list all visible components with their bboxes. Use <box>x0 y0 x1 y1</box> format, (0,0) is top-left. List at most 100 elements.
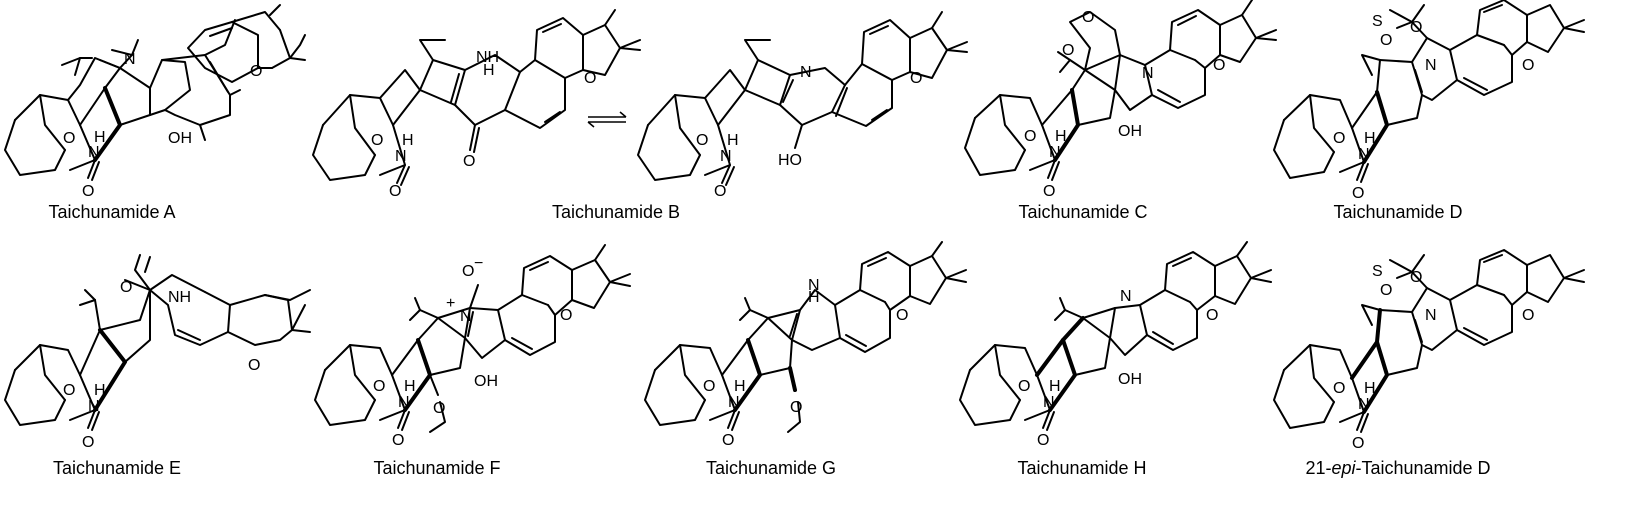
caption-taichunamide-g: Taichunamide G <box>705 458 837 478</box>
svg-text:N: N <box>800 64 812 81</box>
svg-text:OH: OH <box>1118 123 1142 140</box>
svg-text:+: + <box>446 295 455 312</box>
svg-text:O: O <box>1522 307 1534 324</box>
svg-text:N: N <box>1043 394 1055 411</box>
svg-text:O: O <box>1082 9 1094 26</box>
equilibrium-arrows-icon <box>587 111 627 128</box>
svg-text:H: H <box>404 378 416 395</box>
svg-text:O: O <box>696 132 708 149</box>
svg-text:O: O <box>1024 128 1036 145</box>
svg-text:O: O <box>910 70 922 87</box>
caption-suffix: -Taichunamide D <box>1355 458 1491 478</box>
svg-text:O: O <box>248 357 260 374</box>
svg-text:O: O <box>703 378 715 395</box>
svg-text:O: O <box>1352 435 1364 452</box>
caption-taichunamide-d: Taichunamide D <box>1333 202 1463 222</box>
svg-text:O: O <box>1333 380 1345 397</box>
svg-text:O: O <box>433 400 445 417</box>
structure-taichunamide-b-enol <box>637 11 968 186</box>
labels-taichunamide-c: O O N N H O O OH O <box>1024 9 1225 200</box>
svg-text:N: N <box>124 51 136 68</box>
svg-text:O: O <box>896 307 908 324</box>
svg-text:H: H <box>727 132 739 149</box>
svg-text:N: N <box>1358 396 1370 413</box>
svg-text:OH: OH <box>1118 371 1142 388</box>
caption-taichunamide-b: Taichunamide B <box>551 202 681 222</box>
svg-text:O: O <box>463 153 475 170</box>
svg-text:O: O <box>1037 432 1049 449</box>
caption-taichunamide-c: Taichunamide C <box>1018 202 1148 222</box>
svg-text:O: O <box>82 183 94 200</box>
svg-text:N: N <box>460 308 472 325</box>
caption-taichunamide-e: Taichunamide E <box>52 458 182 478</box>
svg-text:N: N <box>1425 57 1437 74</box>
svg-text:O: O <box>392 432 404 449</box>
svg-text:N: N <box>1425 307 1437 324</box>
svg-text:H: H <box>483 62 495 79</box>
labels-taichunamide-a: N N H O O OH O <box>63 51 262 200</box>
svg-text:H: H <box>1055 128 1067 145</box>
svg-text:H: H <box>734 378 746 395</box>
svg-text:O: O <box>560 307 572 324</box>
structure-taichunamide-d <box>1273 0 1585 183</box>
caption-taichunamide-f: Taichunamide F <box>373 458 501 478</box>
svg-text:O: O <box>1410 269 1422 286</box>
labels-taichunamide-d: S O O N N H O O O <box>1333 13 1534 202</box>
labels-taichunamide-b-enol: N N H O O HO O <box>696 64 922 200</box>
svg-text:O: O <box>1213 57 1225 74</box>
svg-text:H: H <box>402 132 414 149</box>
svg-text:N: N <box>720 148 732 165</box>
svg-text:S: S <box>1372 13 1383 30</box>
svg-text:O: O <box>120 279 132 296</box>
labels-taichunamide-f: O − + N N H O O OH O O <box>373 255 572 449</box>
svg-text:HO: HO <box>778 152 802 169</box>
svg-text:N: N <box>88 398 100 415</box>
svg-text:NH: NH <box>168 289 191 306</box>
svg-text:N: N <box>1358 146 1370 163</box>
caption-epi-italic: epi <box>1331 458 1356 478</box>
caption-taichunamide-a: Taichunamide A <box>48 202 176 222</box>
svg-text:H: H <box>1364 130 1376 147</box>
labels-taichunamide-b-keto: H NH N H O O O O <box>371 49 596 200</box>
structure-taichunamide-h <box>959 241 1272 431</box>
svg-text:H: H <box>808 289 820 306</box>
svg-text:O: O <box>371 132 383 149</box>
svg-text:O: O <box>1062 42 1074 59</box>
svg-text:O: O <box>462 263 474 280</box>
caption-taichunamide-h: Taichunamide H <box>1017 458 1147 478</box>
labels-21-epi-taichunamide-d: S O O N N H O O O <box>1333 263 1534 452</box>
svg-text:O: O <box>63 382 75 399</box>
svg-text:N: N <box>808 277 820 294</box>
svg-text:O: O <box>1018 378 1030 395</box>
svg-text:NH: NH <box>476 49 499 66</box>
svg-text:N: N <box>88 144 100 161</box>
caption-21-epi-taichunamide-d: 21-epi-Taichunamide D <box>1305 458 1490 479</box>
svg-text:N: N <box>395 148 407 165</box>
svg-text:O: O <box>1043 183 1055 200</box>
svg-text:OH: OH <box>474 373 498 390</box>
svg-text:N: N <box>1120 288 1132 305</box>
svg-text:N: N <box>1049 144 1061 161</box>
svg-text:H: H <box>1049 378 1061 395</box>
svg-text:O: O <box>82 434 94 451</box>
structure-taichunamide-b-keto <box>312 9 641 186</box>
structure-taichunamide-g <box>644 241 967 433</box>
structure-taichunamide-f <box>314 244 631 433</box>
svg-text:O: O <box>1522 57 1534 74</box>
svg-text:OH: OH <box>168 130 192 147</box>
structure-taichunamide-e <box>4 254 311 431</box>
svg-text:H: H <box>94 382 106 399</box>
svg-text:N: N <box>398 394 410 411</box>
svg-text:O: O <box>250 63 262 80</box>
svg-text:O: O <box>373 378 385 395</box>
labels-taichunamide-e: O NH N H O O O <box>63 279 260 451</box>
svg-text:H: H <box>1364 380 1376 397</box>
svg-text:O: O <box>389 183 401 200</box>
structure-taichunamide-a <box>4 4 306 181</box>
svg-text:−: − <box>474 255 483 272</box>
svg-text:N: N <box>1142 65 1154 82</box>
svg-text:O: O <box>1352 185 1364 202</box>
labels-taichunamide-h: N N H O O OH O <box>1018 288 1218 449</box>
labels-taichunamide-g: H N N H O O O O <box>703 277 908 449</box>
svg-text:H: H <box>94 129 106 146</box>
